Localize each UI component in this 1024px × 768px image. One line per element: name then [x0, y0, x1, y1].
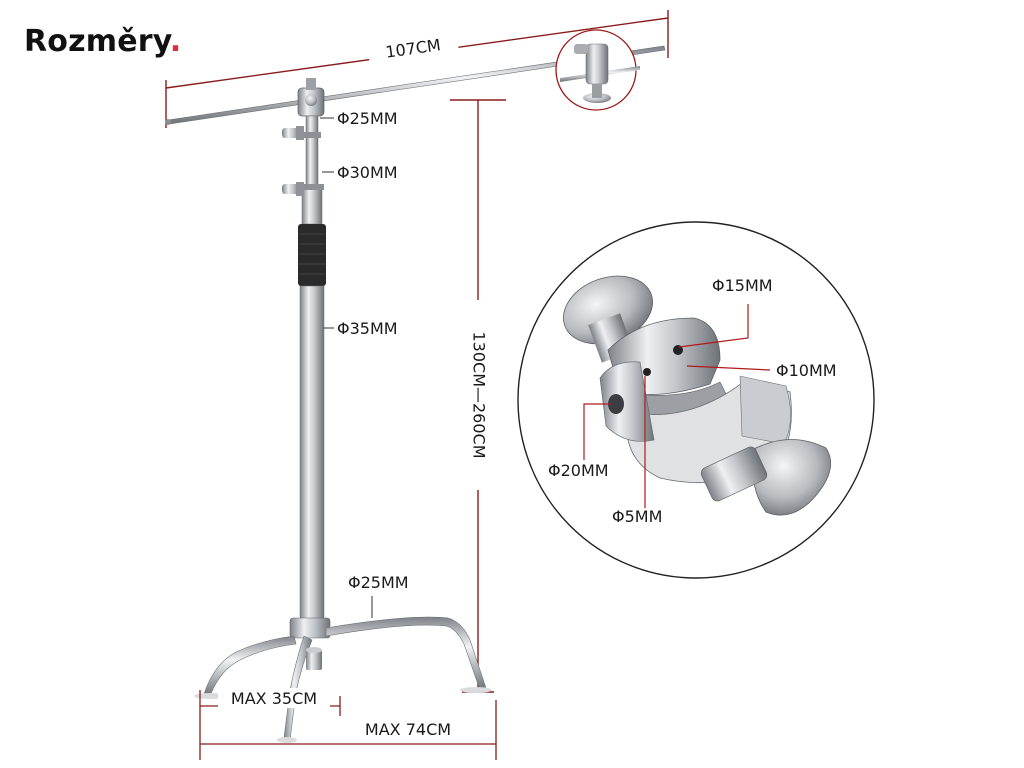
tube-diameter-middle-label: Φ30MM: [337, 163, 398, 182]
page-title-text: Rozměry: [24, 24, 170, 59]
head-clamp: [297, 78, 325, 117]
clamp-hole-20-label: Φ20MM: [548, 461, 609, 480]
clamp-hole-15-label: Φ15MM: [712, 276, 773, 295]
leg-max-narrow-label: MAX 35CM: [231, 689, 317, 708]
boom-clamp-inset: [555, 29, 640, 111]
tube-diameter-top-label: Φ25MM: [337, 109, 398, 128]
boom-arm: [165, 45, 666, 125]
leg-max-wide-label: MAX 74CM: [365, 720, 451, 739]
clamp-hole-10-label: Φ10MM: [776, 361, 837, 380]
tube-diameter-bottom-label: Φ35MM: [337, 319, 398, 338]
clamp-hole-5-label: Φ5MM: [612, 507, 662, 526]
lock-knob-lower: [282, 182, 304, 196]
page-title: Rozměry.: [24, 24, 181, 59]
height-range-label: 130CM—260CM: [470, 331, 489, 458]
base-leg-diameter-label: Φ25MM: [348, 573, 409, 592]
stand-column: [282, 115, 326, 623]
page-title-dot: .: [169, 24, 182, 59]
stand-base: [194, 616, 492, 743]
lock-knob-upper: [282, 126, 304, 140]
clamp-detail-inset: [517, 221, 875, 579]
